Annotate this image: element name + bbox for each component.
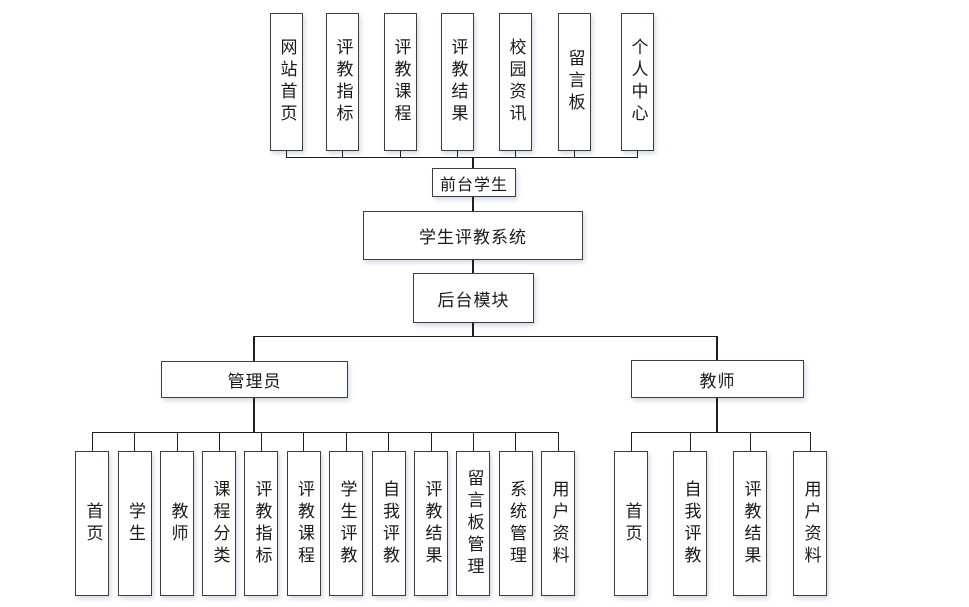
node-admin-module-self-eval: 自我评教 xyxy=(371,451,406,596)
node-frontend-module-website-home: 网站首页 xyxy=(269,13,303,151)
connector-line xyxy=(456,151,458,157)
connector-line xyxy=(218,432,220,451)
node-admin-module-eval-indicators: 评教指标 xyxy=(244,451,278,596)
connector-line xyxy=(472,432,474,451)
node-label: 评教指标 xyxy=(332,38,353,126)
node-label: 留言板管理 xyxy=(463,468,484,579)
connector-line xyxy=(134,432,135,451)
node-frontend-module-campus-news: 校园资讯 xyxy=(498,13,532,151)
connector-line xyxy=(557,432,559,451)
node-admin-module-system-mgmt: 系统管理 xyxy=(498,451,533,596)
node-label: 用户资料 xyxy=(548,479,569,568)
node-frontend-student: 前台学生 xyxy=(432,168,516,197)
node-label: 用户资料 xyxy=(800,479,821,568)
node-label: 自我评教 xyxy=(379,479,399,568)
node-teacher-module-eval-results: 评教结果 xyxy=(733,451,767,596)
node-label: 前台学生 xyxy=(439,176,508,194)
node-label: 首页 xyxy=(82,501,103,546)
connector-line xyxy=(749,432,751,451)
connector-line xyxy=(472,260,474,273)
connector-line xyxy=(809,432,811,451)
node-label: 学生评教 xyxy=(336,479,357,568)
connector-line xyxy=(716,398,718,432)
connector-line xyxy=(399,151,401,157)
node-system-root: 学生评教系统 xyxy=(363,211,583,260)
connector-line xyxy=(176,432,178,451)
node-frontend-module-eval-results: 评教结果 xyxy=(440,13,474,151)
connector-line xyxy=(260,432,262,451)
node-label: 个人中心 xyxy=(627,38,648,126)
connector-line xyxy=(253,336,718,337)
node-label: 校园资讯 xyxy=(505,38,526,126)
node-label: 评教结果 xyxy=(740,479,761,568)
node-label: 学生 xyxy=(125,501,145,546)
node-label: 系统管理 xyxy=(506,479,526,568)
connector-line xyxy=(345,432,347,451)
connector-line xyxy=(285,151,287,157)
node-teacher-module-home: 首页 xyxy=(614,451,648,596)
node-frontend-module-eval-courses: 评教课程 xyxy=(383,13,417,151)
node-backend-module: 后台模块 xyxy=(413,273,534,323)
node-admin-module-message-board-mgmt: 留言板管理 xyxy=(456,451,490,596)
node-teacher: 教师 xyxy=(631,360,804,398)
connector-line xyxy=(253,336,255,361)
connector-line xyxy=(630,432,632,451)
connector-line xyxy=(341,151,343,157)
connector-line xyxy=(573,151,575,157)
connector-line xyxy=(388,432,389,451)
node-label: 网站首页 xyxy=(276,38,297,126)
node-label: 管理员 xyxy=(227,372,282,391)
connector-line xyxy=(472,197,474,211)
node-label: 学生评教系统 xyxy=(419,228,527,247)
node-admin: 管理员 xyxy=(161,361,348,398)
node-frontend-module-personal-center: 个人中心 xyxy=(620,13,654,151)
node-label: 教师 xyxy=(699,371,736,391)
node-label: 留言板 xyxy=(564,49,585,115)
node-admin-module-user-profile: 用户资料 xyxy=(541,451,575,596)
connector-line xyxy=(514,151,516,157)
connector-line xyxy=(631,432,810,433)
node-teacher-module-user-profile: 用户资料 xyxy=(793,451,827,596)
node-label: 首页 xyxy=(621,501,642,546)
connector-line xyxy=(515,432,516,451)
connector-line xyxy=(91,432,93,451)
node-frontend-module-eval-indicators: 评教指标 xyxy=(325,13,359,151)
connector-line xyxy=(472,157,474,168)
node-label: 课程分类 xyxy=(209,479,230,568)
node-label: 评教结果 xyxy=(447,38,468,126)
node-admin-module-course-categories: 课程分类 xyxy=(202,451,236,596)
node-admin-module-teachers: 教师 xyxy=(160,451,194,596)
connector-line xyxy=(689,432,691,451)
node-admin-module-eval-courses: 评教课程 xyxy=(286,451,321,596)
node-teacher-module-self-eval: 自我评教 xyxy=(673,451,707,596)
node-label: 后台模块 xyxy=(437,290,510,310)
connector-line xyxy=(92,432,558,433)
node-admin-module-student-eval: 学生评教 xyxy=(329,451,363,596)
node-label: 自我评教 xyxy=(680,479,701,568)
node-label: 评教指标 xyxy=(251,479,272,568)
node-label: 评教课程 xyxy=(390,38,411,126)
connector-line xyxy=(285,157,638,158)
node-admin-module-students: 学生 xyxy=(117,451,152,596)
node-admin-module-eval-results: 评教结果 xyxy=(414,451,448,596)
connector-line xyxy=(253,398,255,432)
node-frontend-module-message-board: 留言板 xyxy=(557,13,591,151)
connector-line xyxy=(303,432,304,451)
node-label: 评教课程 xyxy=(294,479,314,568)
connector-line xyxy=(716,336,718,360)
connector-line xyxy=(430,432,432,451)
connector-line xyxy=(472,323,474,336)
node-label: 教师 xyxy=(167,501,188,546)
connector-line xyxy=(636,151,638,157)
node-admin-module-home: 首页 xyxy=(75,451,109,596)
node-label: 评教结果 xyxy=(421,479,442,568)
